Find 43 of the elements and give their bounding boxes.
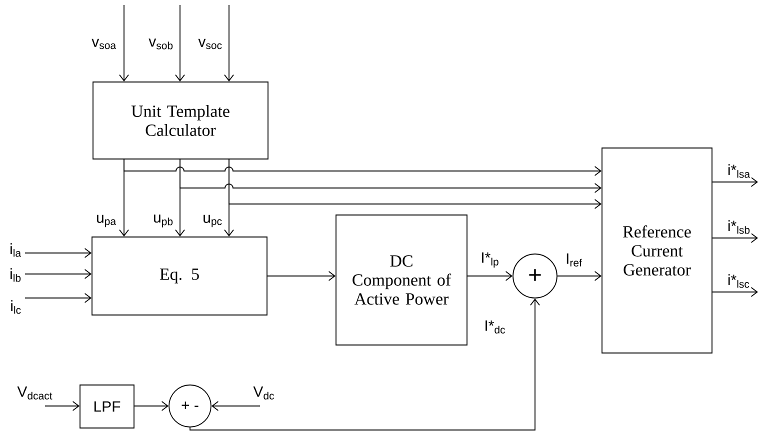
arrow [175,4,185,82]
edge-label: v$_{sob}$ [148,38,175,50]
summing-junction: + - [168,384,212,428]
arrow [224,4,234,82]
edge-label: u$_{pb}$ [152,214,175,228]
arrow [211,401,260,411]
arrow [267,271,336,281]
edge-label: i$_{lb}$ [8,267,23,283]
edge-label: u$_{pc}$ [202,214,224,228]
edge-label: V$_{dc}$ [252,385,276,401]
arrow [228,159,602,209]
process-box: Unit Template Calculator [92,82,268,160]
process-box: LPF [80,384,134,428]
edge-label: i*$_{lsa}$ [726,163,752,179]
process-box: Eq. 5 [92,236,268,316]
arrow [44,401,80,411]
process-box: DC Component of Active Power [336,214,468,346]
summing-junction: + [512,254,558,298]
arrow [712,287,758,297]
arrow [119,4,129,82]
arrow [24,248,92,258]
edge-label: u$_{pa}$ [95,214,118,228]
arrow [134,401,169,411]
arrow [712,177,758,187]
edge-label: i$_{la}$ [8,242,23,258]
arrow [467,271,513,281]
process-box: Reference Current Generator [602,148,712,354]
edge-label: i*$_{lsc}$ [726,273,751,289]
arrow [24,269,92,279]
arrow [124,159,602,176]
arrow [180,159,602,193]
arrow [557,271,602,281]
arrow [190,298,540,430]
edge-label: v$_{soa}$ [90,38,118,50]
edge-label: v$_{soc}$ [197,38,224,50]
edge-label: I$_{ref}$ [564,252,584,268]
edge-label: I*$_{lp}$ [480,251,500,269]
arrow [712,233,758,243]
arrow [24,293,92,303]
edge-label: i*$_{lsb}$ [726,219,752,235]
edge-label: V$_{dcact}$ [16,385,54,401]
edge-label: i$_{lc}$ [9,299,23,315]
edge-label: I*$_{dc}$ [483,319,507,335]
